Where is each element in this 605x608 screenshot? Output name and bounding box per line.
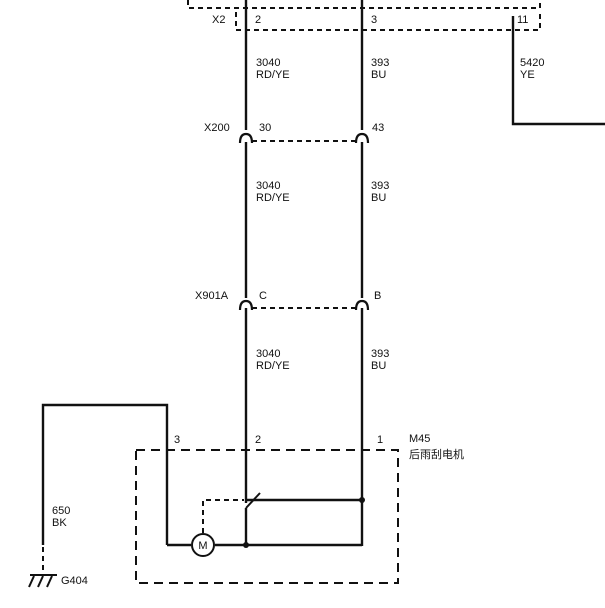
component-pin-2: 2 [255,434,261,446]
wire-left-3-circuit: 3040 [256,348,280,360]
wire-ground-circuit: 650 [52,505,70,517]
wire-right-2-color: BU [371,192,386,204]
connector-x2-pin-2: 2 [255,14,261,26]
wire-left-2-color: RD/YE [256,192,290,204]
wire-right-1-color: BU [371,69,386,81]
connector-x200-pin-30: 30 [259,122,271,134]
wire-left-2-circuit: 3040 [256,180,280,192]
connector-x901a-label: X901A [195,290,229,302]
wire-far-right [511,16,605,126]
connector-x901a-pin-c: C [259,290,267,302]
wire-left-1-circuit: 3040 [256,57,280,69]
component-name: 后雨刮电机 [409,447,464,461]
wire-ground [41,403,169,545]
ground-icon [28,574,57,588]
wire-right-3-color: BU [371,360,386,372]
motor-symbol-label: M [198,540,207,552]
component-pin-3: 3 [174,434,180,446]
wire-ground-color: BK [52,517,67,529]
motor-icon: M [191,533,215,557]
connector-x2: X2 2 3 11 [187,0,541,31]
component-m45: M45 后雨刮电机 3 2 1 [135,433,464,584]
wire-left-3-color: RD/YE [256,360,290,372]
wire-left-1-color: RD/YE [256,69,290,81]
component-pin-1: 1 [377,434,383,446]
wire-far-right-color: YE [520,69,535,81]
connector-x200-label: X200 [204,122,230,134]
connector-x200: X200 30 43 [204,122,384,144]
connector-x901a-pin-b: B [374,290,381,302]
connector-x2-pin-3: 3 [371,14,377,26]
connector-x2-label: X2 [212,14,225,26]
motor-circuit [167,492,365,548]
connector-x901a: X901A C B [195,290,381,311]
component-id: M45 [409,433,430,445]
wire-right-2-circuit: 393 [371,180,389,192]
wire-far-right-circuit: 5420 [520,57,544,69]
connector-x2-pin-11: 11 [517,14,528,26]
connector-x200-pin-43: 43 [372,122,384,134]
wire-right-3-circuit: 393 [371,348,389,360]
wire-right-1-circuit: 393 [371,57,389,69]
ground-label: G404 [61,575,88,587]
